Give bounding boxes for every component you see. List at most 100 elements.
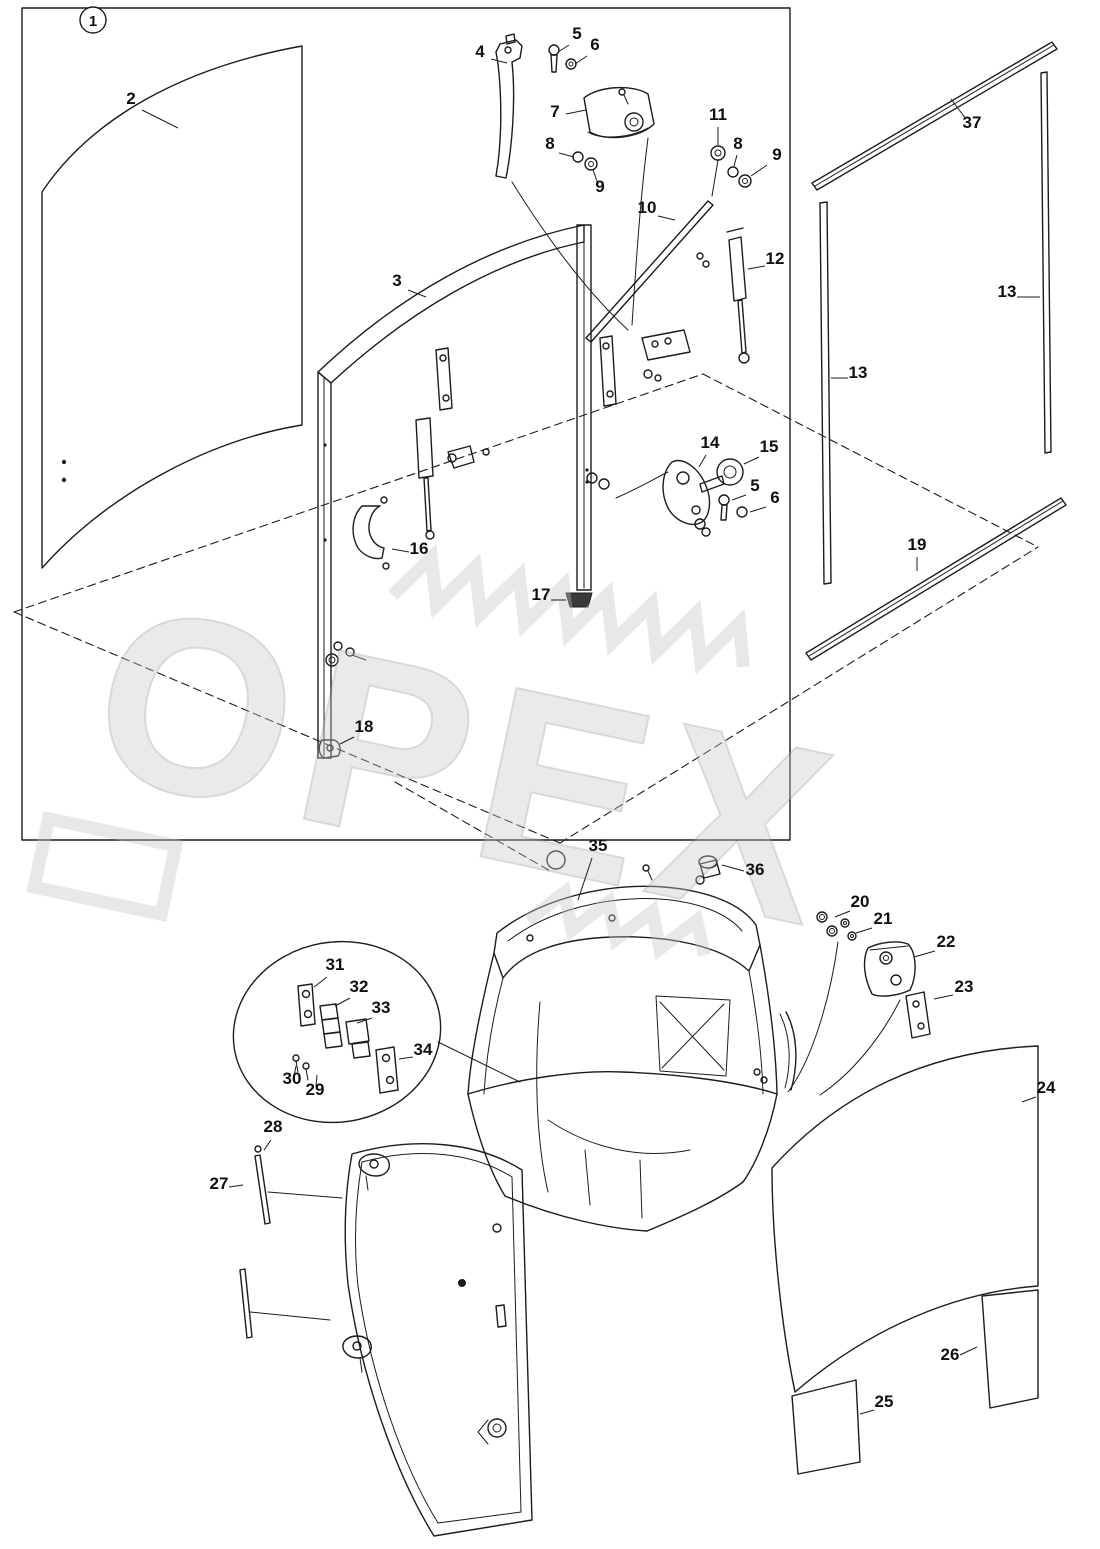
callout-bubble-shape [232,940,442,1124]
leader-line-15 [743,456,760,465]
trim-strip-19-shape [808,500,1064,657]
door-pane [354,1153,522,1524]
leader-line-23 [933,994,954,1000]
part-label-34: 34 [414,1040,433,1059]
perspective-dashed-lines [13,373,1039,873]
latch-14-15-shape [586,472,598,484]
clamp-18-shape [318,739,341,759]
door-opening-edge [536,1001,549,1193]
handle-16 [352,496,390,570]
window-frame-3 [317,224,592,759]
trim-strip-13-left [819,201,832,585]
part-label-15: 15 [760,437,779,456]
gas-strut-12-shape [726,227,744,233]
nut-8-right [727,166,739,178]
frame-right-post [576,224,592,591]
leader-line-32 [334,997,351,1007]
cab-frame-shape [695,875,705,885]
hinge-plate-23-shape [912,1000,920,1008]
cab-frame-shape [547,1119,691,1154]
leader-line-5 [557,44,570,53]
window-frame-3-shape [585,468,589,472]
hinge-plate-left-shape [482,448,490,456]
figure-number: 1 [89,13,97,30]
window-frame-3-shape [323,443,327,447]
fastener-cluster-left-shape [345,647,355,657]
hinge-plate-left-shape [435,347,453,411]
part-label-7: 7 [550,102,559,121]
leader-line-12 [747,265,766,270]
gas-strut-12-shape [738,352,750,364]
leader-line-9 [750,164,768,177]
a-pillar-right [759,944,778,1095]
leader-line-35 [577,857,593,901]
part-label-2: 2 [126,89,135,108]
latch-shaft [699,475,725,493]
nut-8-left [572,151,584,163]
nut-8-right-shape [727,166,739,178]
cab-frame-shape [742,1093,778,1183]
grommet-11-shape [714,149,722,157]
part-label-21: 21 [874,909,893,928]
opex-watermark: OPEX [26,543,866,981]
cab-frame-shape [526,934,534,942]
hinge-bracket-4-shape [504,46,512,54]
door-hinge-mid [342,1335,372,1373]
fastener-cluster-left [325,641,367,667]
part-label-23: 23 [955,977,974,996]
latch-body-14 [662,459,711,526]
leader-line-33 [356,1017,373,1024]
hinge-plate-left-shape [442,394,450,402]
washer-9-left [584,157,598,171]
side-glass-24 [771,1045,1039,1393]
figure-number-badge: 1 [79,6,107,34]
watermark-bow [26,810,184,922]
screws-29-30-shape [292,1054,300,1062]
part-label-33: 33 [372,998,391,1017]
leader-line-6 [574,55,588,65]
bolt-5-top-shape [548,44,560,56]
part-label-17: 17 [532,585,551,604]
leader-line-3 [407,289,427,298]
part-label-11: 11 [709,105,727,124]
watermark-text: OPEX [73,551,865,980]
rod-27 [239,1268,331,1339]
striker-bracket [641,329,691,361]
part-label-6: 6 [770,488,779,507]
plate-34-shape [375,1046,399,1094]
door-hinge-mid-shape [359,1357,363,1373]
door-hinge-top-shape [358,1153,390,1177]
grab-handle [785,1011,797,1091]
plate-34-shape [381,1053,391,1063]
strip-10-shape [711,159,719,197]
plate-31 [297,983,316,1027]
cab-frame-shape [608,914,616,922]
perspective-dashed-lines-shape [394,781,553,873]
perspective-dashed-lines-shape [702,373,1039,548]
leader-line-6 [749,506,767,513]
hinge-plate-right-shape [602,342,610,350]
part-label-25: 25 [875,1392,894,1411]
glass-25 [791,1379,861,1475]
gas-strut-12 [696,227,750,364]
door-latch [477,1418,507,1445]
trim-strip-37-shape [811,41,1058,191]
part-label-27: 27 [210,1174,229,1193]
hinge-bracket-22-shape [890,974,902,986]
door-hinge-top [358,1153,390,1191]
door-hinge-top-shape [365,1175,369,1191]
latch-14-15 [586,458,748,537]
latch-14-15-shape [720,504,728,521]
cab-frame-shape [483,977,504,1095]
leader-line-2 [141,109,179,129]
hinge-plate-23-shape [905,991,931,1039]
door-hinge-mid-shape [342,1335,372,1359]
hinge-bracket-4-shape [505,33,516,45]
perspective-dashed-lines-shape [13,611,561,844]
part-label-8: 8 [545,134,554,153]
gas-strut-mid [415,417,435,540]
part-label-3: 3 [392,271,401,290]
gas-strut-12-shape [702,260,710,268]
callout-leader [437,1041,521,1083]
glass-25-shape [791,1379,861,1475]
